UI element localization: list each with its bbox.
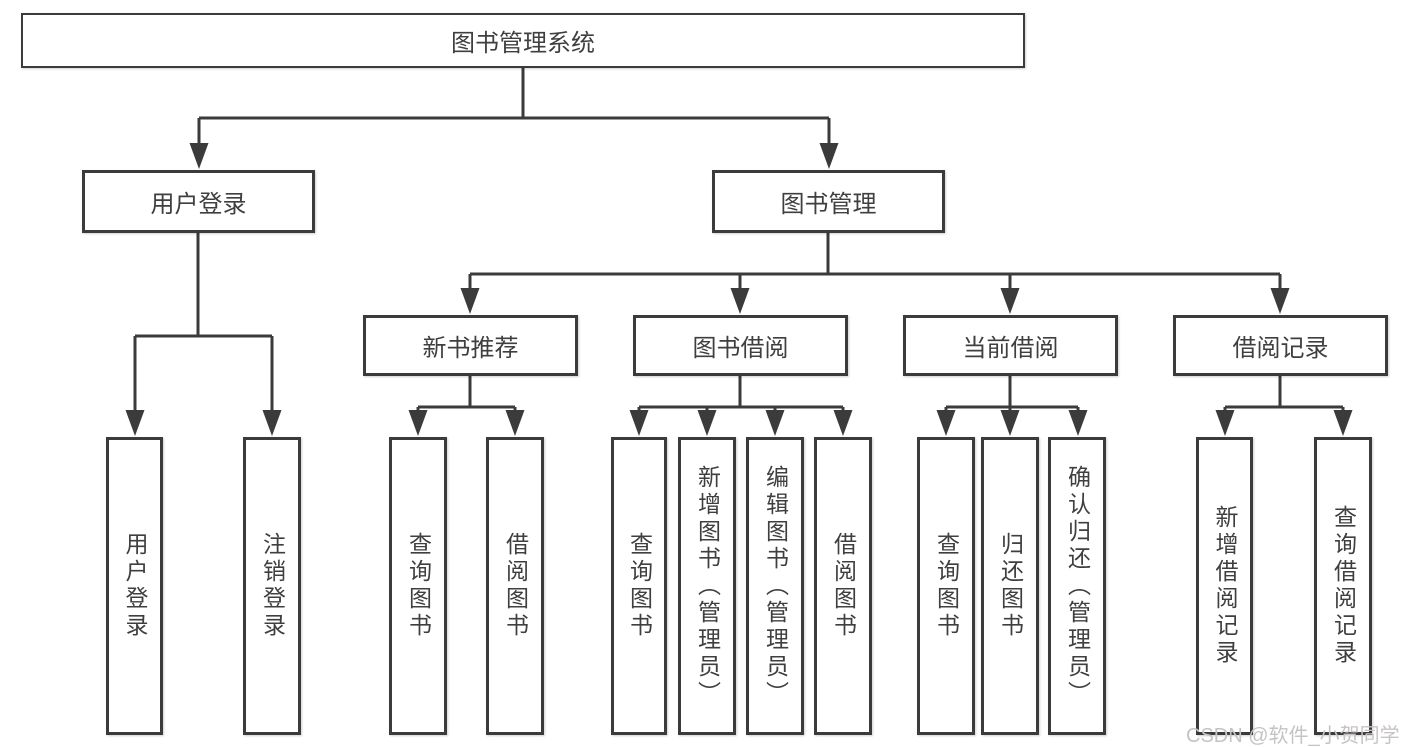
leaf-query-books-recommend: 查询图书 bbox=[389, 437, 447, 735]
leaf-borrow-books-borrowing: 借阅图书 bbox=[814, 437, 872, 735]
node-user-login: 用户登录 bbox=[82, 170, 315, 233]
leaf-user-login: 用户登录 bbox=[106, 437, 163, 735]
node-root-system: 图书管理系统 bbox=[21, 13, 1025, 68]
leaf-return-books: 归还图书 bbox=[981, 437, 1039, 735]
leaf-edit-books-admin: 编辑图书（管理员） bbox=[746, 437, 804, 735]
leaf-add-borrow-record: 新增借阅记录 bbox=[1196, 437, 1253, 735]
leaf-borrow-books-recommend: 借阅图书 bbox=[486, 437, 544, 735]
leaf-logout: 注销登录 bbox=[243, 437, 301, 735]
leaf-add-books-admin: 新增图书（管理员） bbox=[678, 437, 736, 735]
node-borrowing-records: 借阅记录 bbox=[1173, 315, 1388, 376]
csdn-watermark: CSDN @软件_小贺同学 bbox=[1186, 725, 1400, 747]
leaf-confirm-return-admin: 确认归还（管理员） bbox=[1048, 437, 1106, 735]
leaf-query-books-current: 查询图书 bbox=[917, 437, 975, 735]
node-book-borrowing: 图书借阅 bbox=[633, 315, 848, 376]
leaf-query-books-borrowing: 查询图书 bbox=[611, 437, 667, 735]
node-new-book-recommend: 新书推荐 bbox=[363, 315, 578, 376]
node-book-management: 图书管理 bbox=[712, 170, 945, 233]
node-current-borrowing: 当前借阅 bbox=[903, 315, 1118, 376]
leaf-query-borrow-record: 查询借阅记录 bbox=[1314, 437, 1372, 735]
